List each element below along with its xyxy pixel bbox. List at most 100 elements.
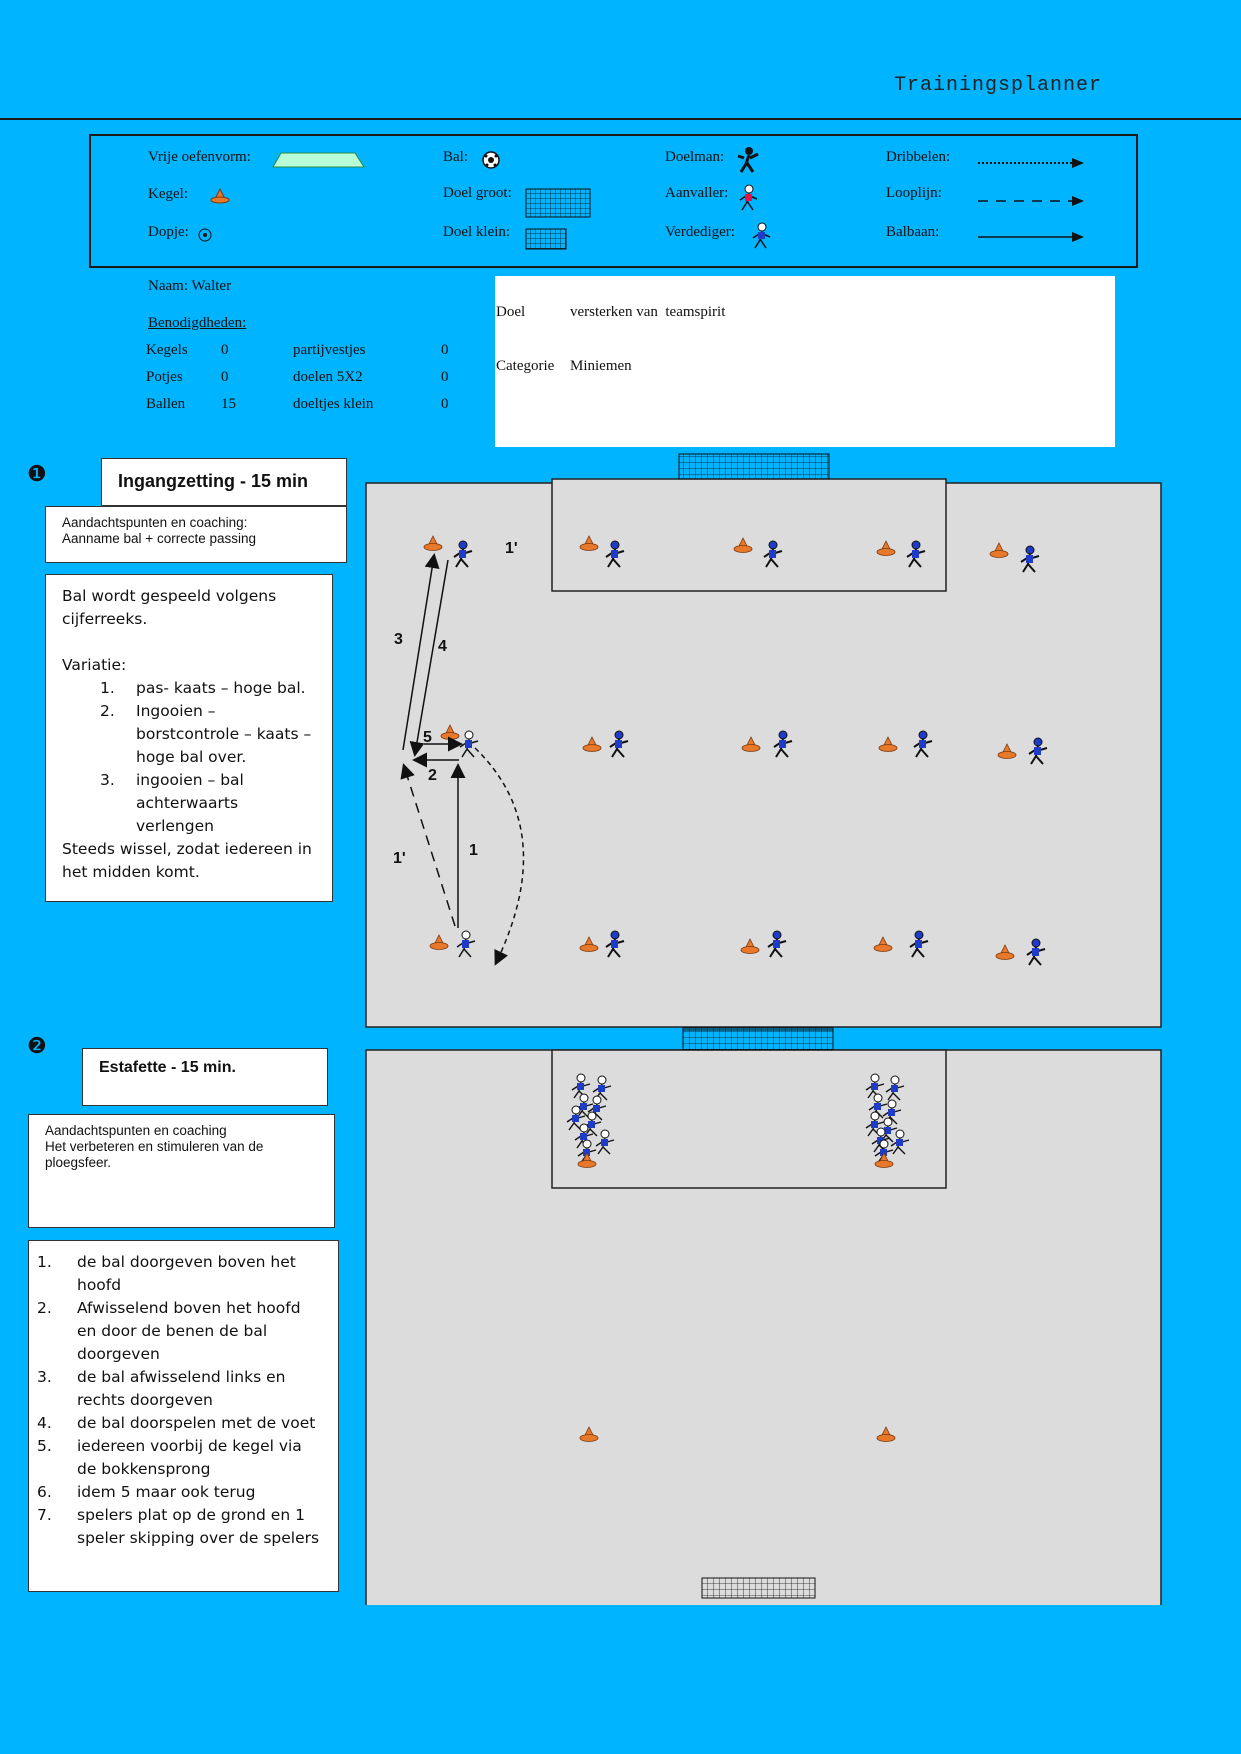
diagram-label-5: 5 bbox=[423, 729, 432, 746]
category-label: Categorie bbox=[496, 358, 555, 374]
list-item-number: 7. bbox=[37, 1506, 52, 1524]
exercise2-steps: 1. de bal doorgeven boven het hoofd 2. Afwi… bbox=[28, 1240, 339, 1592]
goal-bottom bbox=[682, 1027, 834, 1030]
pass-arrows bbox=[400, 553, 525, 966]
list-item-text: Ingooien – borstcontrole – kaats – hoge … bbox=[136, 702, 312, 766]
goal-value: versterken van teamspirit bbox=[570, 304, 726, 320]
exercise1-number: ❶ bbox=[27, 462, 47, 487]
list-item: 4. de bal doorspelen met de voet bbox=[37, 1412, 324, 1435]
list-item-text: de bal afwisselend links en rechts doorg… bbox=[77, 1368, 286, 1409]
list-item-text: de bal doorgeven boven het hoofd bbox=[77, 1253, 296, 1294]
goal-label: Doel bbox=[496, 304, 526, 320]
legend-cone-label: Kegel: bbox=[148, 186, 188, 202]
diagram-label-1prime-bottom: 1' bbox=[393, 850, 406, 867]
exercise1-field-diagram: 1' 3 4 5 2 1 1' bbox=[365, 453, 1162, 1030]
legend-cap-label: Dopje: bbox=[148, 224, 189, 240]
attacker-icon bbox=[739, 184, 758, 211]
exercise2-field-diagram bbox=[365, 1029, 1162, 1605]
page-title: Trainingsplanner bbox=[894, 74, 1103, 97]
legend-ball-label: Bal: bbox=[443, 149, 468, 165]
small-goal-icon bbox=[525, 228, 567, 250]
coaching-heading: Aandachtspunten en coaching bbox=[45, 1123, 227, 1138]
defender-icon bbox=[752, 222, 771, 249]
list-item: 6. idem 5 maar ook terug bbox=[37, 1481, 324, 1504]
equipment-heading: Benodigdheden: bbox=[148, 315, 247, 331]
ball-icon bbox=[482, 151, 500, 169]
list-item-text: iedereen voorbij de kegel via de bokkens… bbox=[77, 1437, 302, 1478]
list-item-number: 3. bbox=[100, 771, 115, 789]
goal-bottom bbox=[701, 1577, 816, 1599]
free-exercise-icon bbox=[272, 152, 365, 168]
list-item-text: ingooien – bal achterwaarts verlengen bbox=[136, 771, 244, 835]
description-outro: Steeds wissel, zodat iedereen in het mid… bbox=[62, 840, 312, 881]
list-item: 2. Ingooien – borstcontrole – kaats – hog… bbox=[62, 700, 318, 769]
legend-run-label: Looplijn: bbox=[886, 185, 942, 201]
diagram-label-4: 4 bbox=[438, 638, 447, 655]
list-item-number: 1. bbox=[100, 679, 115, 697]
big-goal-icon bbox=[525, 188, 591, 218]
exercise2-title: Estafette - 15 min. bbox=[82, 1048, 328, 1106]
list-item: 2. Afwisselend boven het hoofd en door de… bbox=[37, 1297, 324, 1366]
goal-panel: Doel versterken van teamspirit Categorie… bbox=[495, 276, 1115, 447]
cone-icon bbox=[210, 188, 230, 204]
list-item: 3. de bal afwisselend links en rechts doo… bbox=[37, 1366, 324, 1412]
list-item-text: Afwisselend boven het hoofd en door de b… bbox=[77, 1299, 301, 1363]
variation-list: 1. pas- kaats – hoge bal. 2. Ingooien – bor… bbox=[62, 677, 318, 838]
list-item-number: 2. bbox=[100, 702, 115, 720]
list-item-text: spelers plat op de grond en 1 speler ski… bbox=[77, 1506, 320, 1547]
exercise1-coaching: Aandachtspunten en coaching: Aanname bal… bbox=[45, 506, 347, 563]
list-item: 3. ingooien – bal achterwaarts verlengen bbox=[62, 769, 318, 838]
exercise2-number: ❷ bbox=[27, 1034, 47, 1059]
list-item: 1. pas- kaats – hoge bal. bbox=[62, 677, 318, 700]
coaching-text: Aanname bal + correcte passing bbox=[62, 531, 256, 546]
list-item-number: 2. bbox=[37, 1299, 52, 1317]
legend-big-goal-label: Doel groot: bbox=[443, 185, 512, 201]
diagram-label-3: 3 bbox=[394, 631, 403, 648]
description-intro: Bal wordt gespeeld volgens cijferreeks. bbox=[62, 587, 277, 628]
exercise1-description: Bal wordt gespeeld volgens cijferreeks. … bbox=[45, 574, 333, 902]
list-item: 5. iedereen voorbij de kegel via de bokke… bbox=[37, 1435, 324, 1481]
penalty-area bbox=[551, 478, 947, 592]
list-item: 7. spelers plat op de grond en 1 speler s… bbox=[37, 1504, 324, 1550]
legend-pass-label: Balbaan: bbox=[886, 224, 940, 240]
list-item-number: 1. bbox=[37, 1253, 52, 1271]
list-item-text: pas- kaats – hoge bal. bbox=[136, 679, 306, 697]
variation-heading: Variatie: bbox=[62, 656, 127, 674]
legend-small-goal-label: Doel klein: bbox=[443, 224, 511, 240]
list-item: 1. de bal doorgeven boven het hoofd bbox=[37, 1251, 324, 1297]
run-line-icon bbox=[978, 196, 1084, 206]
legend-defender-label: Verdediger: bbox=[665, 224, 735, 240]
header-divider bbox=[0, 118, 1241, 120]
dribble-line-icon bbox=[978, 158, 1084, 168]
exercise2-coaching: Aandachtspunten en coaching Het verbeter… bbox=[28, 1114, 335, 1228]
coaching-heading: Aandachtspunten en coaching: bbox=[62, 515, 248, 530]
trainer-name: Naam: Walter bbox=[148, 278, 232, 294]
list-item-number: 5. bbox=[37, 1437, 52, 1455]
diagram-label-2: 2 bbox=[428, 767, 437, 784]
legend-goalkeeper-label: Doelman: bbox=[665, 149, 725, 165]
list-item-text: de bal doorspelen met de voet bbox=[77, 1414, 316, 1432]
steps-list: 1. de bal doorgeven boven het hoofd 2. Afwi… bbox=[37, 1251, 324, 1550]
list-item-number: 3. bbox=[37, 1368, 52, 1386]
goal-top bbox=[682, 1029, 834, 1051]
legend-attacker-label: Aanvaller: bbox=[665, 185, 729, 201]
goalkeeper-icon bbox=[737, 147, 759, 173]
exercise1-title: Ingangzetting - 15 min bbox=[101, 458, 347, 506]
pass-line-icon bbox=[978, 232, 1084, 242]
diagram-label-1prime: 1' bbox=[505, 540, 518, 557]
legend-panel: Vrije oefenvorm: Kegel: Dopje: Bal: Doel… bbox=[89, 134, 1138, 268]
list-item-number: 6. bbox=[37, 1483, 52, 1501]
coaching-text: Het verbeteren en stimuleren van de ploe… bbox=[45, 1139, 264, 1170]
list-item-number: 4. bbox=[37, 1414, 52, 1432]
category-value: Miniemen bbox=[570, 358, 632, 374]
diagram-label-1: 1 bbox=[469, 842, 478, 859]
cap-icon bbox=[198, 228, 212, 242]
list-item-text: idem 5 maar ook terug bbox=[77, 1483, 256, 1501]
legend-dribble-label: Dribbelen: bbox=[886, 149, 951, 165]
goal-top bbox=[678, 453, 830, 480]
legend-free-exercise-label: Vrije oefenvorm: bbox=[148, 149, 251, 165]
